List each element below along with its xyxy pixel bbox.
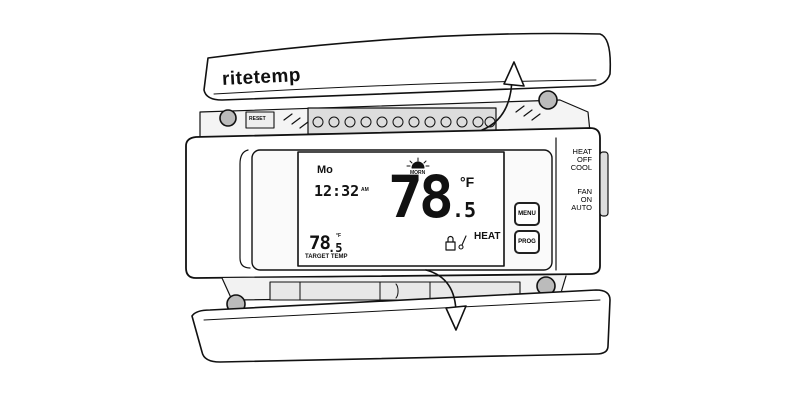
clock-ampm: AM bbox=[361, 187, 369, 193]
fan-switch[interactable]: FAN ON AUTO bbox=[560, 188, 592, 212]
period-label: MORN bbox=[410, 170, 426, 176]
arrow-up-icon bbox=[481, 61, 525, 131]
mode-indicator: HEAT bbox=[474, 231, 501, 242]
fan-option-auto: AUTO bbox=[571, 202, 592, 212]
target-temp-label: TARGET TEMP bbox=[305, 254, 348, 260]
lcd-screen bbox=[297, 151, 505, 267]
target-temp-unit: °F bbox=[336, 233, 342, 239]
reset-label: RESET bbox=[249, 116, 266, 122]
target-temp-decimal: .5 bbox=[328, 241, 343, 255]
system-option-cool: COOL bbox=[570, 162, 592, 172]
target-temp-main: 78 bbox=[309, 232, 331, 254]
fan-option-on: ON bbox=[580, 194, 592, 204]
prog-button[interactable]: PROG bbox=[514, 230, 540, 254]
room-temp-decimal: .5 bbox=[452, 198, 477, 222]
arrow-down-icon bbox=[425, 269, 467, 331]
system-switch[interactable]: HEAT OFF COOL bbox=[560, 148, 592, 172]
lock-icon bbox=[445, 235, 456, 251]
system-option-heat: HEAT bbox=[572, 147, 592, 156]
room-temp-main: 78 bbox=[388, 163, 454, 231]
menu-button[interactable]: MENU bbox=[514, 202, 540, 226]
sun-icon bbox=[406, 157, 430, 169]
system-option-off: OFF bbox=[577, 154, 592, 164]
screw-top-right bbox=[538, 90, 558, 110]
thermometer-icon bbox=[458, 235, 467, 250]
fan-switch-title: FAN bbox=[577, 187, 592, 196]
clock-time: 12:32 bbox=[314, 182, 360, 200]
bottom-cover bbox=[191, 289, 611, 363]
room-temp-unit: °F bbox=[460, 174, 475, 190]
screw-top-left bbox=[219, 109, 237, 127]
day-label: Mo bbox=[317, 164, 333, 176]
brand-logo: ritetemp bbox=[221, 64, 302, 91]
